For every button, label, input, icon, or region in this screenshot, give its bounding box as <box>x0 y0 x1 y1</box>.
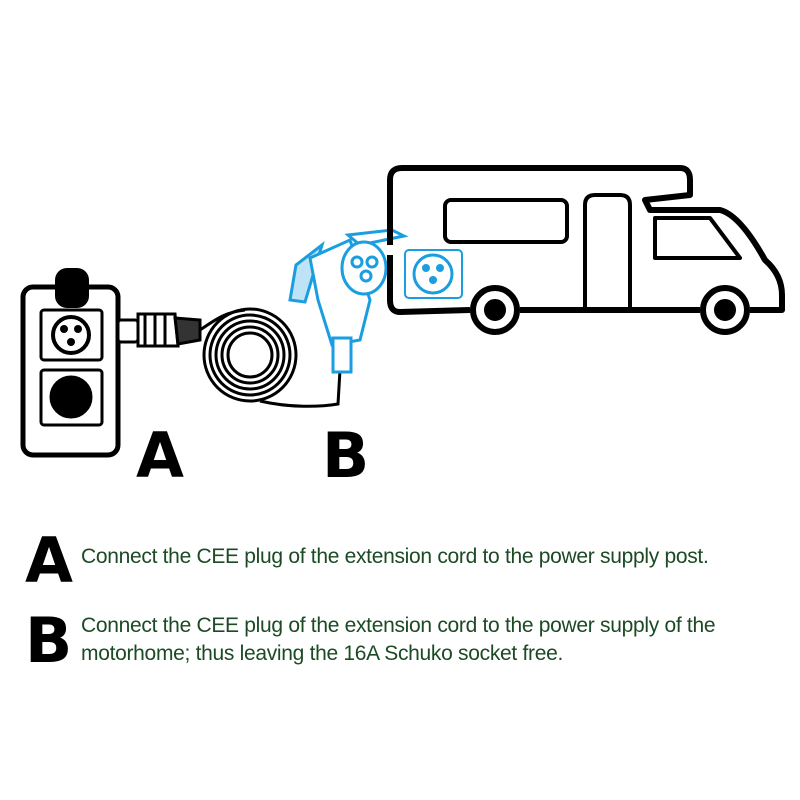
instruction-text: Connect the CEE plug of the extension co… <box>81 614 716 665</box>
motorhome <box>387 165 785 335</box>
instruction-letter: B <box>25 604 73 677</box>
instruction-b: B Connect the CEE plug of the extension … <box>25 610 781 672</box>
diagram-label-a: A <box>136 419 184 492</box>
socket-cap-icon <box>55 268 89 346</box>
instruction-text: Connect the CEE plug of the extension co… <box>81 545 709 568</box>
cee-connector-b <box>288 228 409 374</box>
instruction-letter: A <box>25 524 73 597</box>
connection-illustration <box>20 165 785 458</box>
cable-coil <box>199 307 342 408</box>
cee-plug-a <box>116 312 202 348</box>
motorhome-inlet-socket <box>404 249 463 299</box>
diagram-label-b: B <box>322 419 370 492</box>
power-supply-post <box>20 284 121 458</box>
instruction-a: A Connect the CEE plug of the extension … <box>25 530 709 592</box>
